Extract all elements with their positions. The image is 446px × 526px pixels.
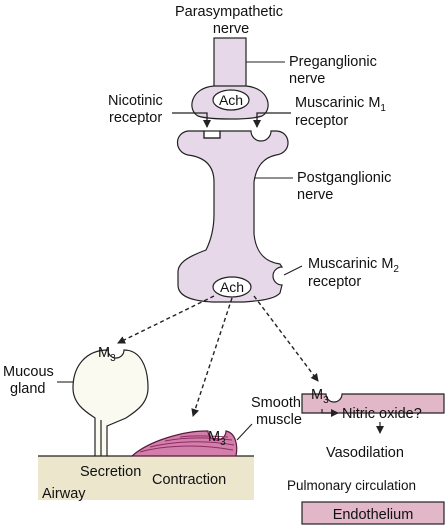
ach-post-label: Ach: [220, 279, 244, 295]
muscarinic-m1-line1: Muscarinic M: [295, 95, 380, 111]
mucous-line1: Mucous: [3, 364, 54, 380]
parasympathetic-line1: Parasympathetic: [175, 4, 283, 20]
pathway-to-muscle: [191, 297, 233, 417]
ach-vesicle-post: [212, 276, 252, 298]
no-arrow: [321, 409, 339, 417]
airway-wall: [38, 456, 254, 500]
endothelium-box: [301, 501, 445, 525]
nicotinic-line2: receptor: [109, 110, 162, 126]
m3-gland-m: M: [98, 345, 110, 361]
ach-vesicle-pre: [212, 89, 250, 111]
pulmonary-circulation-label: Pulmonary circulation: [287, 478, 416, 493]
muscle-stripe-2: [149, 441, 235, 448]
smooth-line1: Smooth: [251, 395, 301, 411]
m3-endo-sub: 3: [323, 395, 329, 406]
ach-pre-label: Ach: [219, 92, 243, 108]
muscarinic-m1-arrow: [253, 112, 291, 128]
vasodilation-label: Vasodilation: [326, 445, 404, 461]
muscarinic-m2-sub: 2: [393, 264, 399, 275]
postganglionic-line2: nerve: [297, 187, 333, 203]
smooth-muscle-label: Smooth muscle: [251, 395, 305, 428]
smooth-line2: muscle: [256, 412, 302, 428]
muscarinic-m2-line1: Muscarinic M: [308, 256, 393, 272]
parasympathetic-nerve-label: Parasympathetic nerve: [175, 4, 287, 37]
secretion-label: Secretion: [80, 464, 141, 480]
m3-muscle-m: M: [208, 429, 220, 445]
endothelium-upper: [301, 393, 445, 414]
muscarinic-m1-sub: 1: [380, 103, 386, 114]
pathway-to-gland: [117, 295, 215, 344]
m3-gland-sub: 3: [110, 353, 116, 364]
postganglionic-nerve-label: Postganglionic nerve: [297, 170, 395, 203]
airway-label: Airway: [42, 486, 86, 502]
postganglionic-neuron: [176, 130, 289, 303]
m3-endo-label: M3: [311, 387, 329, 406]
endothelium-label: Endothelium: [333, 507, 414, 523]
nitric-oxide-label: Nitric oxide?: [342, 406, 422, 422]
nicotinic-arrow: [172, 112, 211, 128]
preganglionic-line2: nerve: [289, 71, 325, 87]
m3-muscle-sub: 3: [220, 437, 226, 448]
mucous-gland-label: Mucous gland: [3, 364, 58, 397]
nicotinic-receptor: [203, 130, 221, 139]
smooth-muscle-leader: [236, 423, 253, 441]
preganglionic-nerve-label: Preganglionic nerve: [289, 54, 381, 87]
muscle-stripe-3: [164, 437, 233, 442]
m3-muscle-label: M3: [208, 429, 226, 448]
muscarinic-m1-line2: receptor: [295, 113, 348, 129]
nicotinic-line1: Nicotinic: [108, 93, 163, 109]
parasympathetic-line2: nerve: [213, 21, 249, 37]
postganglionic-line1: Postganglionic: [297, 170, 391, 186]
mucous-line2: gland: [10, 381, 45, 397]
m3-gland-label: M3: [98, 345, 116, 364]
m2-leader: [283, 265, 303, 276]
smooth-muscle: [130, 430, 238, 457]
pathway-to-endothelium: [253, 295, 319, 382]
muscarinic-m2-label: Muscarinic M2 receptor: [308, 256, 403, 290]
muscarinic-m1-label: Muscarinic M1 receptor: [295, 95, 390, 129]
muscarinic-m2-line2: receptor: [308, 274, 361, 290]
muscle-stripe-4: [179, 435, 229, 438]
muscle-stripe-1: [139, 445, 234, 453]
m3-endo-m: M: [311, 387, 323, 403]
mucous-gland: [72, 349, 149, 457]
contraction-label: Contraction: [152, 472, 226, 488]
preganglionic-line1: Preganglionic: [289, 54, 377, 70]
nicotinic-receptor-label: Nicotinic receptor: [108, 93, 167, 126]
